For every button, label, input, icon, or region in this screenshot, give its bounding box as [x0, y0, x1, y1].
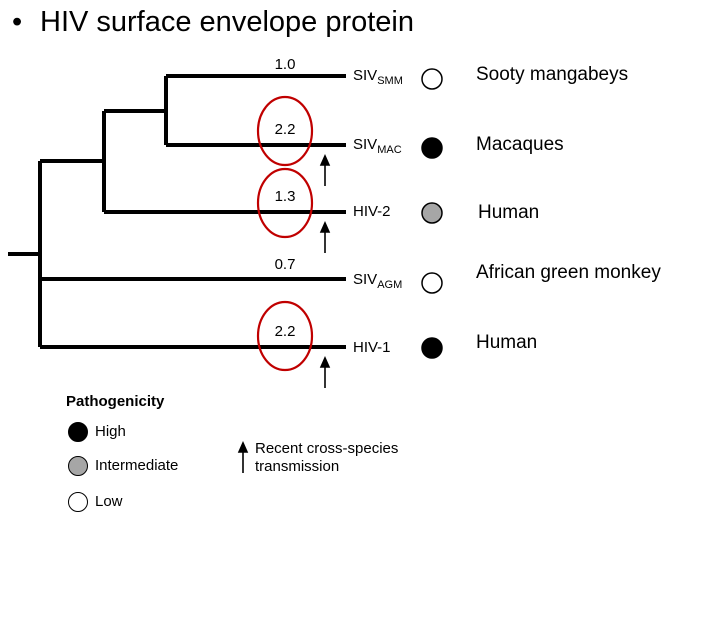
slide-title: • HIV surface envelope protein [12, 2, 414, 42]
bullet-icon: • [12, 6, 23, 38]
host-label-african-green-monkey: African green monkey [476, 262, 661, 283]
legend-title: Pathogenicity [66, 393, 165, 410]
high-dot-icon [68, 422, 88, 442]
transmission-arrow-icon [319, 154, 331, 186]
highlight-circle-hiv-1 [256, 300, 314, 372]
legend-arrow-icon [237, 441, 249, 473]
branch-length-label: 0.7 [274, 256, 296, 273]
highlight-circle-siv-mac [256, 95, 314, 167]
low-dot-icon [68, 492, 88, 512]
taxon-label-hiv-2: HIV-2 [353, 203, 391, 220]
transmission-arrow-icon [319, 356, 331, 388]
arrow-legend-line-1: Recent cross-species [255, 440, 399, 457]
legend-item-low: Low [68, 492, 123, 512]
branch-length-label: 2.2 [274, 323, 296, 340]
host-label-sooty-mangabeys: Sooty mangabeys [476, 64, 629, 85]
pathogenicity-dot-siv-smm [421, 68, 443, 90]
pathogenicity-dot-hiv-1 [421, 337, 443, 359]
branch-length-label: 1.0 [274, 56, 296, 73]
pathogenicity-dot-siv-agm [421, 272, 443, 294]
branch-length-label: 2.2 [274, 121, 296, 138]
arrow-legend-line-2: transmission [255, 458, 340, 475]
host-label-human-hiv-1: Human [476, 332, 538, 353]
pathogenicity-dot-siv-mac [421, 137, 443, 159]
pathogenicity-dot-hiv-2 [421, 202, 443, 224]
legend-item-high: High [68, 422, 126, 442]
taxon-label-hiv-1: HIV-1 [353, 339, 391, 356]
highlight-circle-hiv-2 [256, 167, 314, 239]
host-label-human-hiv-2: Human [478, 202, 540, 223]
legend-item-intermediate: Intermediate [68, 456, 178, 476]
slide-title-text: HIV surface envelope protein [40, 6, 414, 38]
taxon-label-siv-agm: SIVAGM [353, 271, 403, 291]
transmission-arrow-icon [319, 221, 331, 253]
branch-length-label: 1.3 [274, 188, 296, 205]
taxon-label-siv-mac: SIVMAC [353, 136, 402, 156]
host-label-macaques: Macaques [476, 134, 564, 155]
taxon-label-siv-smm: SIVSMM [353, 67, 403, 87]
arrow-legend: Recent cross-species transmission [237, 440, 398, 476]
intermediate-dot-icon [68, 456, 88, 476]
